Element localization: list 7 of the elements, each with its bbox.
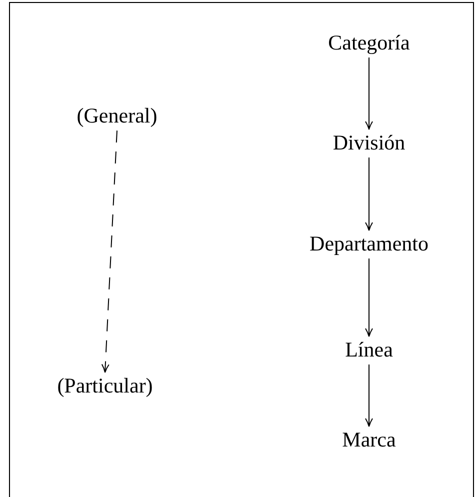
level-label: Línea: [345, 338, 393, 362]
level-label: (General): [76, 104, 158, 128]
level-label: Categoría: [328, 31, 410, 55]
level-label: (Particular): [57, 374, 153, 398]
level-label: Marca: [342, 428, 396, 452]
level-label: Departamento: [310, 232, 428, 256]
level-label: División: [332, 131, 406, 155]
